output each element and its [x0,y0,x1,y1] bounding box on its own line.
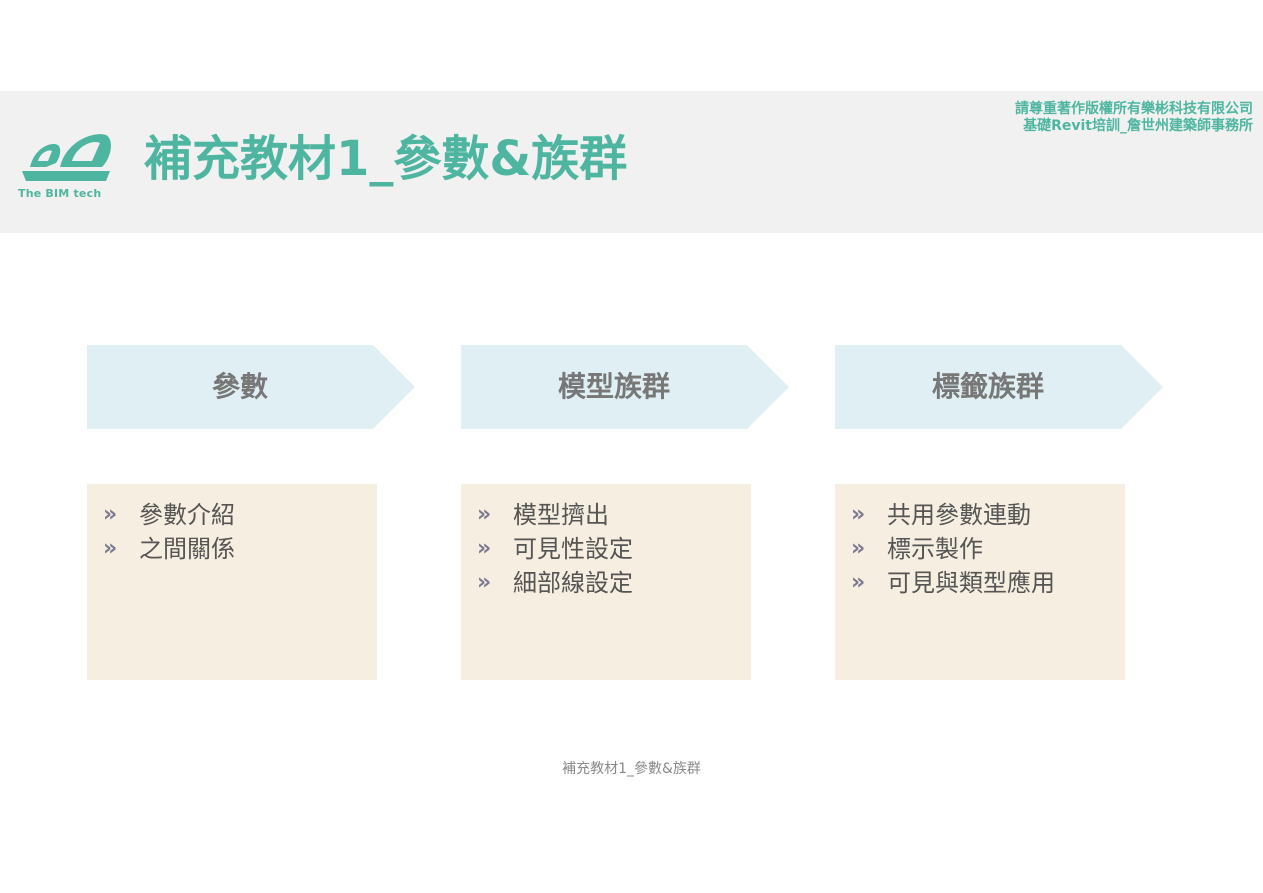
copyright-line-2: 基礎Revit培訓_詹世州建築師事務所 [1023,118,1253,134]
logo-text: The BIM tech [18,187,102,200]
chevron-right-icon: » [477,570,492,595]
header-banner [0,91,1263,233]
chevron-right-icon: » [851,502,866,527]
step-box-tag-family: » 共用參數連動 » 標示製作 » 可見與類型應用 [835,484,1125,680]
page-title: 補充教材1_參數&族群 [144,131,628,187]
list-item: » 參數介紹 [103,498,377,532]
step-label: 標籤族群 [931,370,1044,403]
footer-text: 補充教材1_參數&族群 [562,761,701,777]
step-box-parameters: » 參數介紹 » 之間關係 [87,484,377,680]
list-item: » 可見與類型應用 [851,566,1125,600]
chevron-right-icon: » [477,502,492,527]
list-item-text: 之間關係 [139,535,235,563]
list-item-text: 模型擠出 [513,501,609,529]
list-item: » 共用參數連動 [851,498,1125,532]
step-chevron-parameters: 參數 [87,345,415,429]
list-item-text: 標示製作 [887,535,983,563]
chevron-right-icon: » [477,536,492,561]
list-item: » 細部線設定 [477,566,751,600]
list-item: » 模型擠出 [477,498,751,532]
chevron-right-icon: » [103,536,118,561]
copyright-line-1: 請尊重著作版權所有樂彬科技有限公司 [1015,101,1253,117]
step-box-model-family: » 模型擠出 » 可見性設定 » 細部線設定 [461,484,751,680]
list-item: » 之間關係 [103,532,377,566]
chevron-right-icon: » [851,570,866,595]
step-label: 參數 [211,370,268,403]
list-item: » 可見性設定 [477,532,751,566]
list-item-text: 可見性設定 [513,535,633,563]
bim-tech-logo [16,127,116,205]
list-item-text: 共用參數連動 [887,501,1031,529]
chevron-right-icon: » [851,536,866,561]
list-item-text: 參數介紹 [139,501,235,529]
list-item-text: 細部線設定 [513,569,633,597]
step-label: 模型族群 [557,370,670,403]
step-chevron-model-family: 模型族群 [461,345,789,429]
step-chevron-tag-family: 標籤族群 [835,345,1163,429]
chevron-right-icon: » [103,502,118,527]
copyright-notice: 請尊重著作版權所有樂彬科技有限公司 基礎Revit培訓_詹世州建築師事務所 [1015,101,1253,135]
list-item-text: 可見與類型應用 [887,569,1055,597]
list-item: » 標示製作 [851,532,1125,566]
